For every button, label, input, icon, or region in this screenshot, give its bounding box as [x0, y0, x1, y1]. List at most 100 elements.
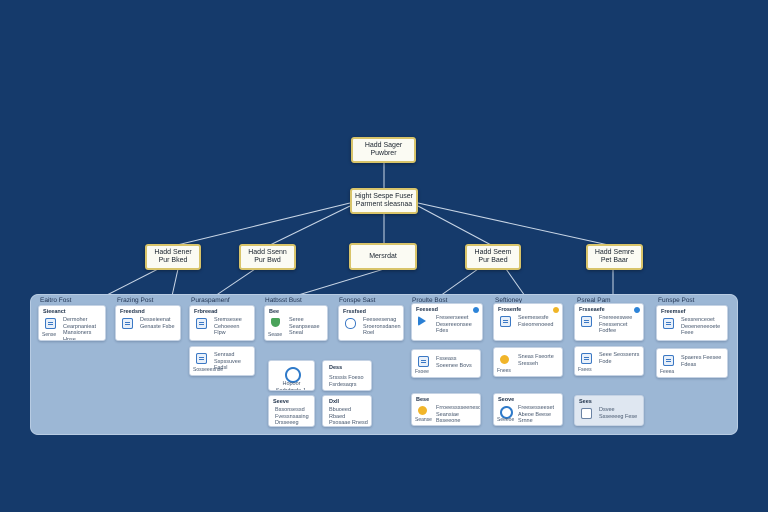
card-title: Frbreead — [194, 309, 218, 315]
card-label: Sosseeesnse — [193, 366, 224, 373]
gear-icon — [500, 406, 513, 419]
card-body: Feeseesenag Sroeronsdanen Roel — [363, 317, 401, 336]
column-label: Frazing Post — [117, 297, 154, 304]
document-icon — [500, 316, 511, 327]
card-title: Feesesd — [416, 307, 439, 313]
chart-icon — [581, 408, 592, 419]
root-node[interactable]: Hadd Sager Puwbrer — [351, 137, 416, 163]
level3-node-b[interactable]: Hadd Ssenn Pur Bwd — [239, 244, 296, 270]
card[interactable]: Seove Freesesseeset Abeoe Beese Srnne Se… — [493, 393, 563, 426]
card-body: Dsvee Ssseeeeg Fese — [599, 407, 638, 420]
card[interactable]: Frosenfe Seemesesfe Fsieorrenoeed — [493, 303, 563, 341]
card-title: Sieeanct — [43, 309, 66, 315]
card-body: Spaeres Feesee Fdeas — [681, 355, 722, 368]
card-label: Seanse — [415, 416, 432, 423]
card-body: Hopoor Sorbdmde J-W — [275, 381, 308, 391]
card[interactable]: Fsseass Soeenee Bovs Fsoee — [411, 349, 481, 378]
card-body: Sremsesee Cehoeeen Flpw — [214, 317, 242, 336]
card[interactable]: Dess Srsssis Foeso Fsrdesaqrs — [322, 360, 372, 391]
gear-icon — [285, 367, 301, 383]
card-title: Dess — [329, 365, 343, 371]
card-label: Fnees — [497, 367, 511, 374]
card[interactable]: Freemsef Sessrenceoet Deoeneneeoete Feee — [656, 305, 728, 341]
card[interactable]: Frssfsed Feeseesenag Sroeronsdanen Roel — [338, 305, 404, 341]
card-body: Bbuoeed Rbaed Psosaae Rnesd Yesd Ree — [329, 407, 368, 426]
document-icon — [581, 353, 592, 364]
card-body: Frroeesssseenesd Seansiae Bsseeone — [436, 405, 481, 424]
card[interactable]: Frsseaefe Fnereeeswee Fnessencet Fodfee — [574, 303, 644, 341]
document-icon — [418, 356, 429, 367]
card[interactable]: Frbreead Sremsesee Cehoeeen Flpw — [189, 305, 255, 341]
status-dot-icon — [634, 307, 640, 313]
card-body: Seemesesfe Fsieorrenoeed — [518, 315, 554, 328]
level3-node-c[interactable]: Mersrdat — [349, 243, 417, 270]
level3-node-a[interactable]: Hadd Sener Pur Bked — [145, 244, 201, 270]
card[interactable]: Sees Dsvee Ssseeeeg Fese — [574, 395, 644, 426]
level2-node[interactable]: Hight Sespe Fuser Parment sleasnaa — [350, 188, 418, 214]
cloud-icon — [345, 318, 356, 329]
card[interactable]: Seee Seossenrs Fode Fsees — [574, 346, 644, 376]
card-title: Seove — [498, 397, 515, 403]
card-title: Frssfsed — [343, 309, 366, 315]
card-label: Fsoee — [415, 368, 429, 375]
card-title: Bese — [416, 397, 430, 403]
column-label: Puraspamenf — [191, 297, 230, 304]
shield-icon — [271, 318, 280, 327]
coin-icon — [500, 355, 509, 364]
document-icon — [663, 318, 674, 329]
level3-node-e-label: Hadd Semre Pet Baar — [594, 249, 635, 264]
column-label: Funspe Post — [658, 297, 695, 304]
document-icon — [45, 318, 56, 329]
play-icon — [418, 316, 426, 326]
card[interactable]: Senrasd Sspssuvee Fadsl Sosseeesnse — [189, 346, 255, 376]
card-body: Seee Seossenrs Fode — [599, 352, 640, 365]
column-label: Proulte Bost — [412, 297, 448, 304]
card[interactable]: Bese Frroeesssseenesd Seansiae Bsseeone … — [411, 393, 481, 426]
status-dot-icon — [473, 307, 479, 313]
column-label: Seftioney — [495, 297, 523, 304]
card-label: Seeeoe — [497, 416, 515, 423]
document-icon — [122, 318, 133, 329]
card-body: Srsssis Foeso Fsrdesaqrs — [329, 375, 364, 388]
column-label: Psreal Pam — [577, 297, 611, 304]
document-icon — [196, 318, 207, 329]
card[interactable]: Seeve Bssonsessd Fvessnsasing Drsseeeg F… — [268, 395, 315, 427]
card-label: Feeea — [660, 368, 675, 375]
card[interactable]: Bee Seree Seanpsease Sneal Sease — [264, 305, 328, 341]
level3-node-d[interactable]: Hadd Seem Pur Baed — [465, 244, 521, 270]
card-title: Dxll — [329, 399, 340, 405]
card-title: Frsseaefe — [579, 307, 605, 313]
card-body: Bssonsessd Fvessnsasing Drsseeeg Fsnes — [275, 407, 309, 426]
card[interactable]: Freedsnd Desseieenat Genaste Fsbe — [115, 305, 181, 341]
status-dot-icon — [553, 307, 559, 313]
level3-node-c-label: Mersrdat — [369, 252, 397, 260]
level3-node-d-label: Hadd Seem Pur Baed — [474, 249, 512, 264]
card-title: Freedsnd — [120, 309, 145, 315]
card-title: Seeve — [273, 399, 289, 405]
card-body: Senrasd Sspssuvee Fadsl — [214, 352, 241, 371]
card[interactable]: Spaeres Feesee Fdeas Feeea — [656, 348, 728, 378]
column-label: Fonspe Sast — [339, 297, 376, 304]
card-body: Dermoher Cearpnanieat Mansioners Hnse — [63, 317, 97, 341]
card-body: Freseerseeet Desereeonsee Fdes — [436, 315, 472, 334]
card[interactable]: Sneas Fseorte Sresseh Fnees — [493, 347, 563, 377]
card[interactable]: Sieeanct Dermoher Cearpnanieat Mansioner… — [38, 305, 106, 341]
level2-node-label: Hight Sespe Fuser Parment sleasnaa — [355, 193, 413, 208]
root-node-label: Hadd Sager Puwbrer — [364, 142, 403, 157]
card-body: Freesesseeset Abeoe Beese Srnne — [518, 405, 555, 424]
card-title: Sees — [579, 399, 592, 405]
card-body: Desseieenat Genaste Fsbe — [140, 317, 175, 330]
card[interactable]: Feesesd Freseerseeet Desereeonsee Fdes — [411, 303, 483, 341]
card-title: Freemsef — [661, 309, 686, 315]
card[interactable]: Dxll Bbuoeed Rbaed Psosaae Rnesd Yesd Re… — [322, 395, 372, 427]
card-body: Sneas Fseorte Sresseh — [518, 354, 554, 367]
card-title: Bee — [269, 309, 280, 315]
column-label: Hatbsst Bust — [265, 297, 302, 304]
level3-node-e[interactable]: Hadd Semre Pet Baar — [586, 244, 643, 270]
card-body: Sessrenceoet Deoeneneeoete Feee — [681, 317, 721, 336]
coin-icon — [418, 406, 427, 415]
card[interactable]: Hopoor Sorbdmde J-W — [268, 360, 315, 391]
level3-node-b-label: Hadd Ssenn Pur Bwd — [248, 249, 287, 264]
document-icon — [196, 353, 207, 364]
